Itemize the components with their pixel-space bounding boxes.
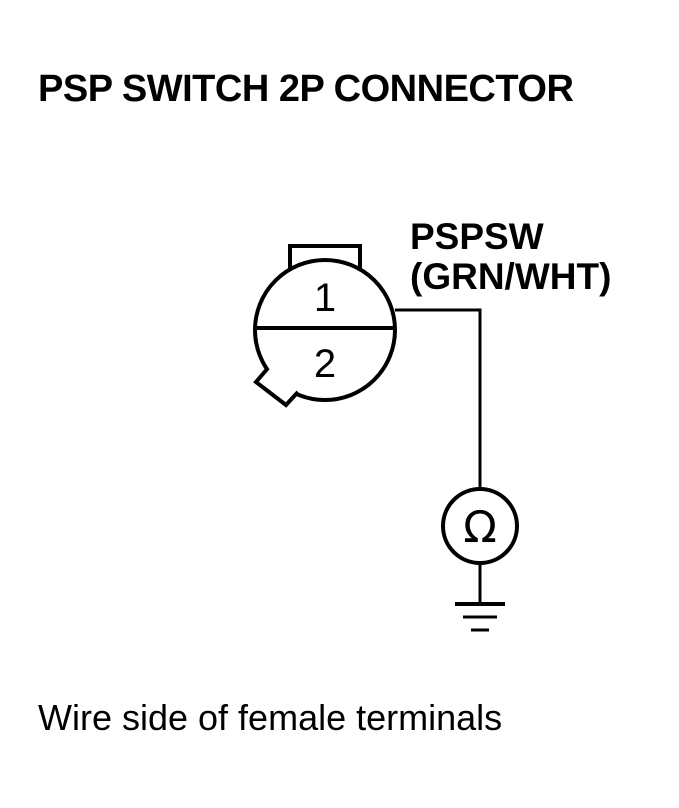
ohm-symbol: Ω [463,502,497,553]
pin-1-label: 1 [314,276,336,320]
wire-name-label: PSPSW [410,216,544,257]
diagram-caption: Wire side of female terminals [38,697,503,738]
pin-2-label: 2 [314,342,336,386]
ground-icon [455,602,505,632]
probe-wire [395,308,482,489]
wire-color-label: (GRN/WHT) [410,256,612,297]
diagram-title: PSP SWITCH 2P CONNECTOR [38,68,574,110]
notch-fill [262,372,294,399]
